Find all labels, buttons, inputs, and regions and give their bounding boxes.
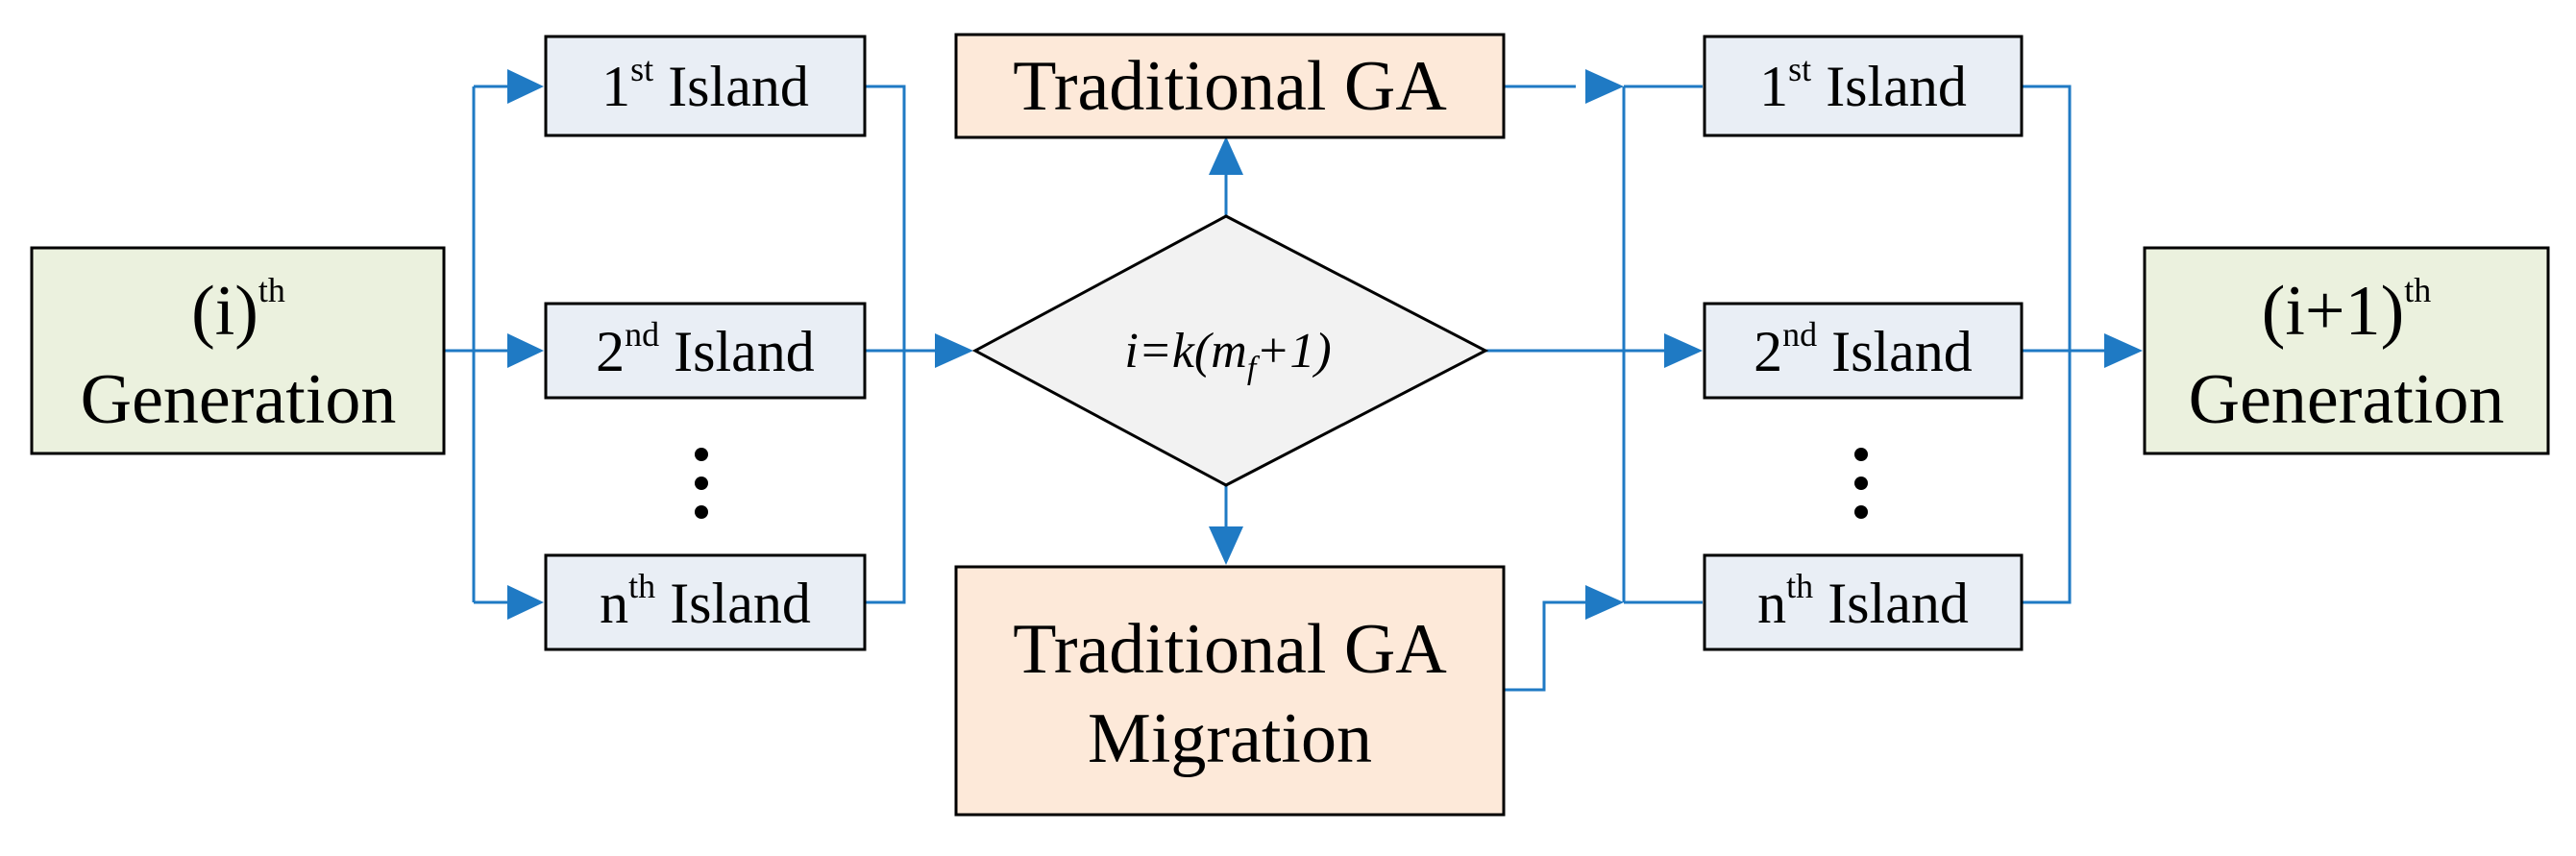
arrow-to-island-left-n (507, 585, 544, 620)
ga-top-box: Traditional GA (954, 33, 1506, 139)
arrow-to-output-generation (2104, 333, 2143, 368)
ellipsis-right (1854, 448, 1868, 519)
island-right-1-label: 1st Island (1759, 50, 1967, 118)
ga-bottom-line2: Migration (1088, 699, 1372, 778)
island-left-n: nth Island (544, 553, 867, 651)
generation-out-box: (i+1)th Generation (2143, 246, 2550, 455)
arrow-to-island-left-1 (507, 69, 544, 104)
generation-out-line2: Generation (2189, 360, 2505, 439)
island-right-n: nth Island (1703, 553, 2024, 651)
island-left-2-label: 2nd Island (596, 315, 815, 383)
decision-condition: i=k(mf+1) (1124, 324, 1331, 386)
arrow-to-ga-bottom (1209, 526, 1243, 565)
connectors (444, 69, 2143, 692)
arrow-ga-bottom-to-bus (1585, 585, 1624, 620)
arrow-to-ga-top (1209, 136, 1243, 175)
arrow-to-island-right-2 (1664, 333, 1703, 368)
island-right-2-label: 2nd Island (1754, 315, 1973, 383)
island-right-2: 2nd Island (1703, 302, 2024, 400)
connector-islands-to-output (2022, 85, 2104, 604)
island-right-1: 1st Island (1703, 35, 2024, 137)
ellipsis-left (695, 448, 708, 519)
decision-diamond: i=k(mf+1) (971, 214, 1489, 487)
island-left-n-label: nth Island (600, 567, 811, 635)
connector-ga-bottom-to-bus (1504, 600, 1585, 692)
ga-bottom-line1: Traditional GA (1013, 610, 1447, 689)
connector-islands-to-decision (865, 85, 937, 604)
ga-bottom-box: Traditional GA Migration (954, 565, 1506, 817)
island-left-1: 1st Island (544, 35, 867, 137)
arrow-ga-top-to-bus (1585, 69, 1624, 104)
connector-gen-to-islands (444, 85, 509, 604)
arrow-to-island-left-2 (507, 333, 544, 368)
island-left-2: 2nd Island (544, 302, 867, 400)
arrow-to-decision (935, 333, 973, 368)
ga-top-label: Traditional GA (1013, 47, 1447, 126)
connector-right-bus (1622, 85, 1703, 604)
island-right-n-label: nth Island (1757, 567, 1969, 635)
generation-in-line2: Generation (81, 360, 397, 439)
generation-out-title: (i+1)th (2262, 271, 2432, 351)
generation-in-box: (i)th Generation (30, 246, 446, 455)
generation-in-title: (i)th (191, 271, 285, 351)
island-left-1-label: 1st Island (601, 50, 809, 118)
